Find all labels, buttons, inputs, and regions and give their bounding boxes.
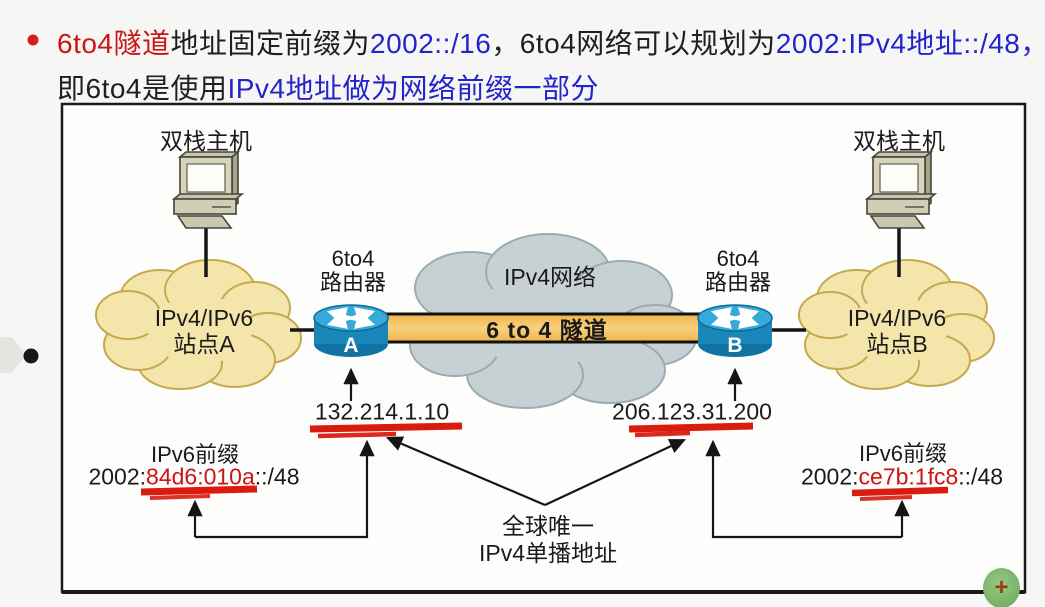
site-b-label: IPv4/IPv6 站点B (847, 305, 947, 357)
heading-text-ipv4-as-prefix: IPv4地址做为网络前缀一部分 (227, 73, 600, 104)
router-b-letter: B (727, 334, 742, 357)
site-a-cloud (95, 259, 302, 390)
add-annotation-button[interactable]: + (983, 568, 1020, 607)
prefix-a-highlight: 84d6:010a (146, 463, 255, 490)
red-pen-underlines (140, 422, 949, 501)
heading-line-2: 即6to4是使用IPv4地址做为网络前缀一部分 (57, 67, 599, 107)
host-a-label: 双栈主机 (160, 128, 252, 154)
tunnel-label: 6 to 4 隧道 (486, 317, 608, 343)
prefix-b-title: IPv6前缀 (858, 441, 948, 466)
prefix-b-pre: 2002: (800, 463, 859, 490)
prefix-b-post: ::/48 (958, 463, 1004, 490)
host-b-icon (864, 150, 938, 229)
ipv4-network-label: IPv4网络 (503, 264, 597, 290)
prefix-a-pre: 2002: (88, 463, 147, 490)
router-b-label: 6to4 路由器 (704, 246, 772, 295)
annotation-arrows (187, 367, 910, 539)
heading-text-1: 地址固定前缀为 (170, 28, 371, 59)
site-a-label: IPv4/IPv6 站点A (154, 305, 254, 357)
prefix-a-value: 2002:84d6:010a::/48 (88, 464, 299, 491)
side-panel-handle-icon[interactable] (0, 337, 26, 373)
site-b-cloud (798, 259, 995, 390)
heading-text-3: 即6to4是使用 (57, 73, 228, 104)
host-b-label: 双栈主机 (853, 128, 945, 154)
connection-lines (204, 224, 901, 332)
router-b-icon: B (697, 304, 773, 357)
router-a-ipv4-address: 132.214.1.10 (314, 398, 450, 425)
prefix-a-title: IPv6前缀 (150, 442, 240, 467)
heading-line-1: 6to4隧道地址固定前缀为2002::/16，6to4网络可以规划为2002:I… (57, 22, 1045, 62)
router-a-label: 6to4 路由器 (319, 246, 387, 295)
prefix-a-post: ::/48 (254, 463, 300, 490)
router-a-letter: A (343, 334, 358, 357)
router-a-icon: A (313, 304, 389, 357)
host-a-icon (171, 150, 245, 229)
router-b-ipv4-address: 206.123.31.200 (612, 398, 772, 425)
annotation-dot (23, 348, 39, 364)
global-unicast-note: 全球唯一 IPv4单播地址 (478, 513, 618, 566)
prefix-b-highlight: ce7b:1fc8 (858, 463, 959, 490)
prefix-b-value: 2002:ce7b:1fc8::/48 (801, 464, 1003, 491)
heading-prefix-2002-16: 2002::/16 (370, 28, 492, 59)
bullet-dot (27, 34, 39, 46)
heading-text-2: ，6to4网络可以规划为 (491, 28, 776, 59)
heading-term-6to4-tunnel: 6to4隧道 (57, 28, 171, 59)
tunnel-bar (372, 312, 712, 344)
heading-prefix-2002-48: 2002:IPv4地址::/48， (775, 28, 1045, 59)
